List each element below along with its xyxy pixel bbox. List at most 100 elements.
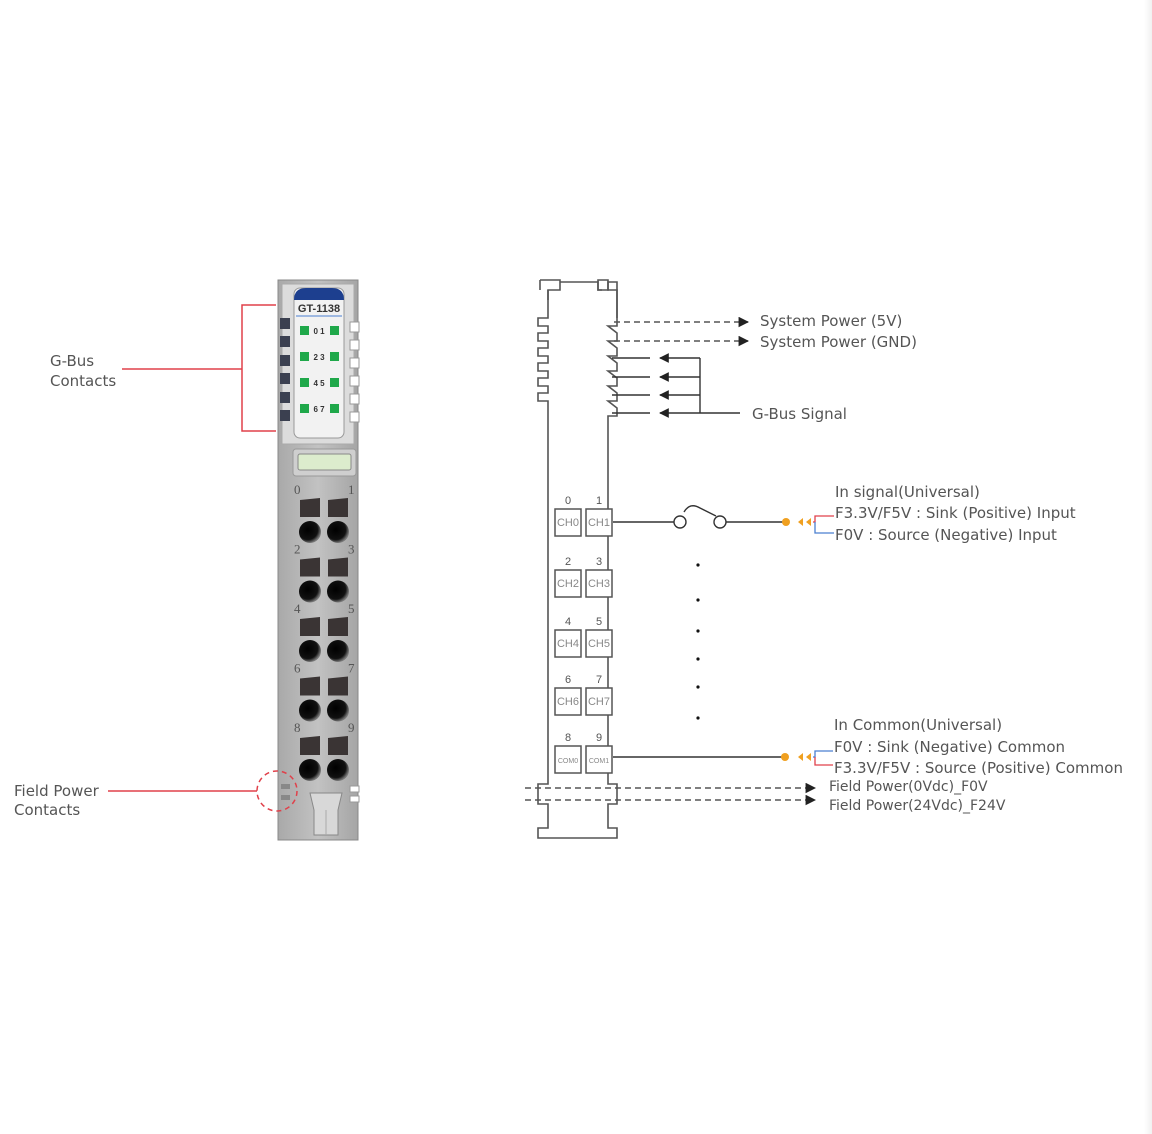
field-power-lines bbox=[525, 782, 817, 806]
gbus-signal-lines bbox=[612, 353, 740, 418]
channel-box bbox=[554, 508, 582, 537]
channel-number: 9 bbox=[596, 732, 602, 744]
channel-number: 5 bbox=[596, 616, 602, 628]
terminal-release-slot bbox=[300, 736, 320, 755]
terminal-number: 2 bbox=[294, 542, 301, 557]
release-latch-bottom bbox=[309, 792, 343, 836]
terminal-release-slot bbox=[328, 617, 348, 636]
page-edge-shadow bbox=[1144, 0, 1152, 1134]
terminal-wire-hole bbox=[299, 521, 321, 543]
channel-box bbox=[554, 687, 582, 716]
led-0 bbox=[300, 326, 309, 335]
channel-number: 4 bbox=[565, 616, 571, 628]
channel-number: 8 bbox=[565, 732, 571, 744]
system-power-lines bbox=[614, 316, 750, 347]
led-7 bbox=[330, 404, 339, 413]
input-connector-icon bbox=[782, 515, 834, 534]
gbus-signal-label: G-Bus Signal bbox=[752, 405, 847, 423]
in-signal-line2: F0V : Source (Negative) Input bbox=[835, 526, 1057, 544]
field-power-callout bbox=[108, 770, 298, 812]
terminal-wire-hole bbox=[327, 759, 349, 781]
channel-box bbox=[554, 745, 582, 774]
channel-box-label: CH4 bbox=[557, 638, 579, 650]
terminal-release-slot bbox=[328, 498, 348, 517]
field-power-label-1: Field Power bbox=[14, 782, 100, 800]
terminal-wire-hole bbox=[327, 699, 349, 722]
field-power-0v-label: Field Power(0Vdc)_F0V bbox=[829, 779, 988, 795]
channel-box-label: COM0 bbox=[558, 758, 578, 765]
field-power-24v-label: Field Power(24Vdc)_F24V bbox=[829, 798, 1006, 814]
channel-number: 1 bbox=[596, 495, 602, 507]
continuation-dots bbox=[696, 563, 700, 720]
led-6 bbox=[300, 404, 309, 413]
channel-box bbox=[585, 508, 613, 537]
led-label: 0 1 bbox=[313, 327, 325, 336]
system-power-gnd-label: System Power (GND) bbox=[760, 333, 917, 351]
gbus-contact-pins bbox=[280, 318, 290, 421]
terminal-number: 5 bbox=[348, 601, 355, 616]
terminal-wire-hole bbox=[327, 521, 349, 543]
terminal-number: 1 bbox=[348, 482, 355, 497]
channel-box bbox=[585, 687, 613, 716]
terminal-number: 7 bbox=[348, 661, 355, 676]
led-panel: GT-1138 bbox=[293, 287, 345, 439]
terminal-wire-hole bbox=[327, 640, 349, 662]
terminal-release-slot bbox=[300, 557, 320, 577]
terminal-number: 8 bbox=[294, 720, 301, 735]
terminal-release-slot bbox=[300, 498, 320, 517]
gbus-contacts-label-2: Contacts bbox=[50, 372, 116, 390]
gbus-contacts-callout bbox=[122, 304, 276, 432]
terminal-release-slot bbox=[328, 736, 348, 755]
field-power-label-2: Contacts bbox=[14, 801, 80, 819]
channel-box bbox=[585, 569, 613, 598]
channel-box-label: CH2 bbox=[557, 578, 579, 590]
channel-number: 7 bbox=[596, 674, 602, 686]
channel-box bbox=[554, 569, 582, 598]
release-latch-top bbox=[292, 448, 357, 477]
led-4 bbox=[300, 378, 309, 387]
channel-box-label: CH3 bbox=[588, 578, 610, 590]
terminal-number: 6 bbox=[294, 661, 301, 676]
channel-number: 2 bbox=[565, 556, 571, 568]
terminal-wire-hole bbox=[299, 759, 321, 781]
led-1 bbox=[330, 326, 339, 335]
channel-box-label: CH1 bbox=[588, 517, 610, 529]
schematic-body bbox=[537, 279, 618, 839]
terminal-number: 3 bbox=[348, 542, 355, 557]
led-5 bbox=[330, 378, 339, 387]
channel-number: 3 bbox=[596, 556, 602, 568]
in-signal-title: In signal(Universal) bbox=[835, 483, 980, 501]
gbus-contacts-label-1: G-Bus bbox=[50, 352, 94, 370]
terminal-wire-hole bbox=[327, 580, 349, 603]
field-power-contact-pins bbox=[281, 784, 290, 800]
channel-box-label: CH0 bbox=[557, 517, 579, 529]
model-label: GT-1138 bbox=[298, 303, 340, 315]
channel-box bbox=[585, 629, 613, 658]
led-label: 6 7 bbox=[313, 405, 325, 414]
channel-number: 0 bbox=[565, 495, 571, 507]
channel-box bbox=[554, 629, 582, 658]
led-label: 4 5 bbox=[313, 379, 325, 388]
terminal-wire-hole bbox=[299, 699, 321, 722]
terminal-release-slot bbox=[328, 676, 348, 696]
channel-box-label: COM1 bbox=[589, 758, 609, 765]
channel-box-label: CH7 bbox=[588, 696, 610, 708]
terminal-number: 0 bbox=[294, 482, 301, 497]
input-switch-circuit bbox=[613, 505, 784, 529]
led-label: 2 3 bbox=[313, 353, 325, 362]
channel-box bbox=[585, 745, 613, 774]
in-signal-line1: F3.3V/F5V : Sink (Positive) Input bbox=[835, 504, 1076, 522]
terminal-wire-hole bbox=[299, 640, 321, 662]
terminal-wire-hole bbox=[299, 580, 321, 603]
terminal-number: 9 bbox=[348, 720, 355, 735]
led-3 bbox=[330, 352, 339, 361]
channel-box-label: CH6 bbox=[557, 696, 579, 708]
in-common-line1: F0V : Sink (Negative) Common bbox=[834, 738, 1065, 756]
channel-number: 6 bbox=[565, 674, 571, 686]
channel-boxes: 0CH01CH12CH23CH34CH45CH56CH67CH78COM09CO… bbox=[554, 495, 613, 774]
in-common-line2: F3.3V/F5V : Source (Positive) Common bbox=[834, 759, 1123, 777]
common-circuit bbox=[613, 750, 833, 766]
schematic-top-right bbox=[560, 281, 618, 318]
